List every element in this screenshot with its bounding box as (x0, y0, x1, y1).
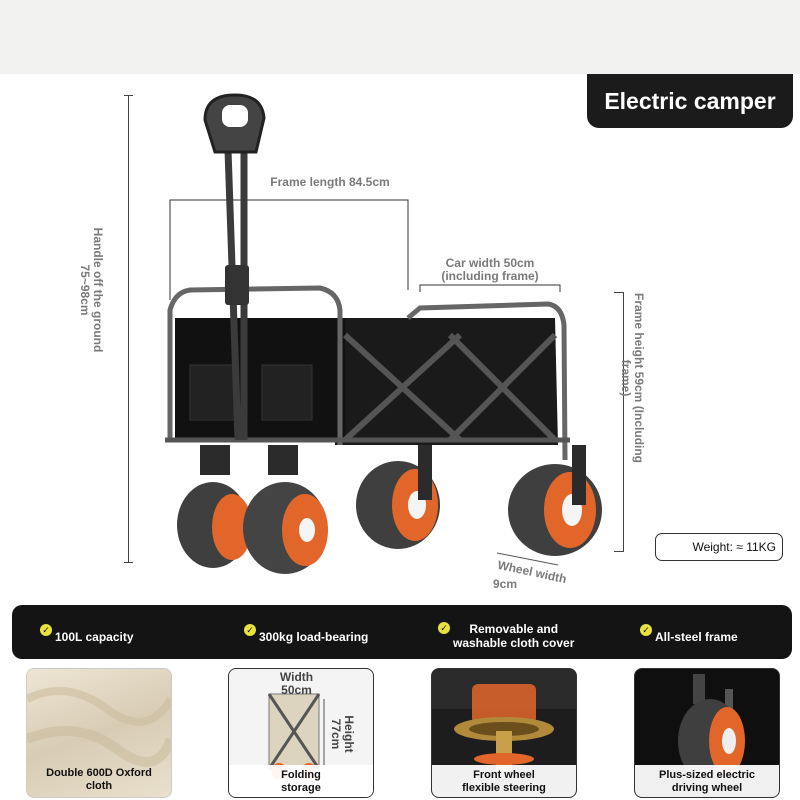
card-caption: Double 600D Oxford cloth (27, 763, 171, 795)
card-front-wheel: Front wheel flexible steering (431, 668, 577, 798)
car-width-label-1: Car width 50cm (445, 256, 535, 270)
caption-line: Plus-sized electric (659, 769, 755, 781)
card-caption: Folding storage (229, 765, 373, 797)
product-badge: Electric camper (587, 74, 793, 128)
caption-line: cloth (85, 780, 113, 792)
rear-fork (418, 445, 432, 500)
wheel-width-marker (496, 552, 559, 566)
feature-label-line: washable cloth cover (453, 636, 575, 650)
front-fork (268, 445, 298, 475)
frame-length-bracket (169, 199, 409, 300)
feature-label: 300kg load-bearing (259, 630, 369, 644)
check-icon: ✓ (438, 622, 450, 634)
handle-lock (225, 265, 249, 305)
card-folding-storage: Width 50cm Height 77cm Folding storage (228, 668, 374, 798)
electric-wheel-illustration (678, 674, 745, 783)
frame-height-line (623, 292, 624, 552)
card-oxford-cloth: Double 600D Oxford cloth (26, 668, 172, 798)
crossbar (447, 332, 558, 443)
handle-grip-hole (222, 105, 248, 127)
bearing-illustration (432, 669, 576, 771)
pocket-right (261, 364, 313, 421)
card-caption: Front wheel flexible steering (432, 765, 576, 797)
dim-line: Width (279, 670, 314, 684)
top-rail-front (167, 285, 343, 445)
wheel-front-left (177, 482, 252, 568)
weight-box: Weight: ≈ 11KG (655, 533, 783, 561)
caption-line: Folding (281, 769, 321, 781)
feature-label: Removable and washable cloth cover (453, 622, 574, 650)
car-width-bracket (419, 284, 561, 292)
crossbar (342, 332, 463, 443)
caption-line: Double 600D Oxford (46, 767, 152, 779)
frame-height-tick-top (614, 292, 624, 293)
dim-line: 50cm (281, 683, 312, 697)
caption-line: flexible steering (462, 782, 546, 794)
handle-height-tick-bottom (124, 562, 133, 563)
folding-width-label: Width 50cm (274, 671, 319, 697)
wheel-front-right (243, 482, 328, 574)
caption-line: storage (281, 782, 321, 794)
frame-height-tick-bottom (614, 551, 624, 552)
dim-line: Height (342, 715, 356, 753)
check-icon: ✓ (244, 624, 256, 636)
top-rail-back (406, 301, 568, 461)
rear-fork (572, 445, 586, 505)
card-caption: Plus-sized electric driving wheel (635, 765, 779, 797)
pocket-left (189, 364, 236, 421)
card-electric-wheel: Plus-sized electric driving wheel (634, 668, 780, 798)
check-icon: ✓ (40, 624, 52, 636)
front-fork (200, 445, 230, 475)
folding-height-label: Height 77cm (329, 709, 356, 759)
check-icon: ✓ (640, 624, 652, 636)
caption-line: Front wheel (473, 769, 535, 781)
feature-label: All-steel frame (655, 630, 738, 644)
feature-frame: ✓ All-steel frame (640, 624, 738, 644)
feature-capacity: ✓ 100L capacity (40, 624, 134, 644)
cloth-texture (27, 687, 171, 767)
handle-height-line (128, 95, 129, 563)
top-band (0, 0, 800, 74)
feature-label-line: Removable and (469, 622, 559, 636)
car-width-label-2: (including frame) (441, 269, 539, 283)
dim-line: 77cm (329, 718, 343, 750)
feature-label: 100L capacity (55, 630, 134, 644)
feature-bar (12, 605, 792, 659)
handle-height-tick-top (124, 95, 133, 96)
feature-load: ✓ 300kg load-bearing (244, 624, 368, 644)
wheel-rear-right (508, 464, 602, 556)
wheel-width-label-2: 9cm (492, 577, 518, 591)
feature-cover: ✓ Removable and washable cloth cover (438, 622, 574, 650)
caption-line: driving wheel (671, 782, 743, 794)
wagon-body-back (335, 318, 558, 445)
frame-length-label: Frame length 84.5cm (270, 175, 390, 189)
